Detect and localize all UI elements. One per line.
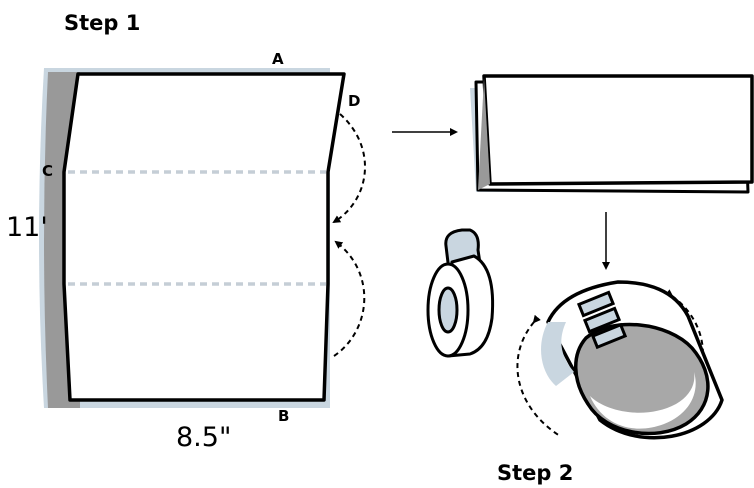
folded-paper-left-edge <box>478 78 490 190</box>
step-2-title: Step 2 <box>497 461 573 485</box>
rotate-arrow-left <box>516 314 561 437</box>
tape-roll-core <box>437 286 459 334</box>
tape-piece-2 <box>582 306 622 334</box>
width-dimension: 8.5" <box>176 422 231 453</box>
corner-label-c: C <box>42 162 53 180</box>
tube-inner-highlight <box>590 372 696 429</box>
paper-tube-group <box>516 280 724 440</box>
tube-left-band <box>541 322 574 386</box>
corner-label-b: B <box>278 407 289 425</box>
tape-piece-3 <box>590 322 628 350</box>
folded-paper-group <box>470 74 754 194</box>
tape-piece-1 <box>576 290 616 318</box>
corner-label-d: D <box>348 92 360 110</box>
fold-arrow-upper <box>332 113 366 224</box>
fold-arrow-lower <box>333 240 366 357</box>
tape-roll-icon <box>426 228 495 358</box>
step-1-title: Step 1 <box>64 11 140 35</box>
height-dimension: 11' <box>6 212 48 243</box>
corner-label-a: A <box>272 50 284 68</box>
paper-sheet-group: A D C B 11' 8.5" <box>6 50 366 453</box>
folded-paper-front <box>482 74 754 186</box>
paper-sheet <box>62 72 346 402</box>
